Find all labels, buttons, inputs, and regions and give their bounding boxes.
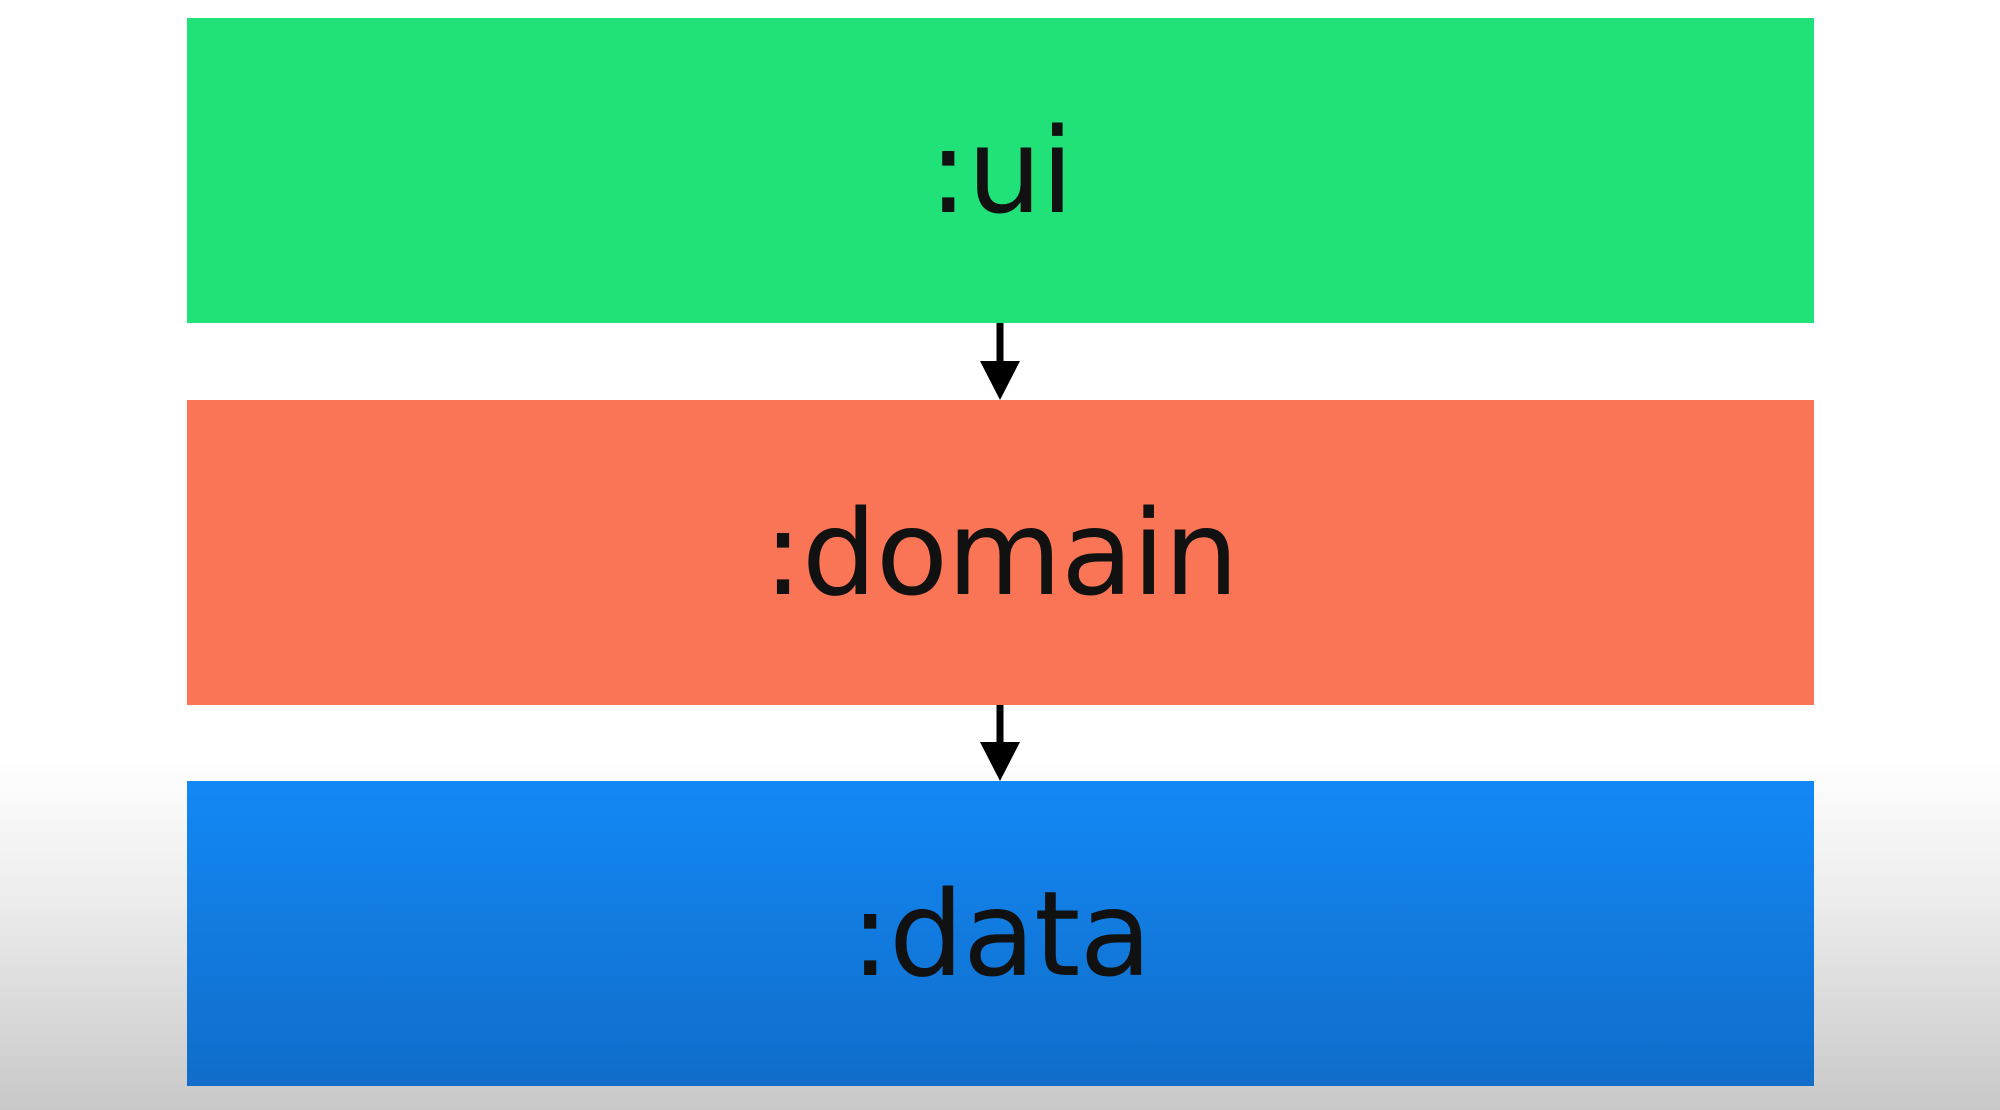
domain-layer-box: :domain <box>187 400 1814 705</box>
ui-layer-box: :ui <box>187 18 1814 323</box>
data-layer-label: :data <box>850 864 1152 1003</box>
arrow-down-icon <box>980 323 1020 400</box>
data-layer-box: :data <box>187 781 1814 1086</box>
arrow-down-icon <box>980 705 1020 781</box>
ui-layer-label: :ui <box>928 101 1073 240</box>
domain-layer-label: :domain <box>763 483 1239 622</box>
